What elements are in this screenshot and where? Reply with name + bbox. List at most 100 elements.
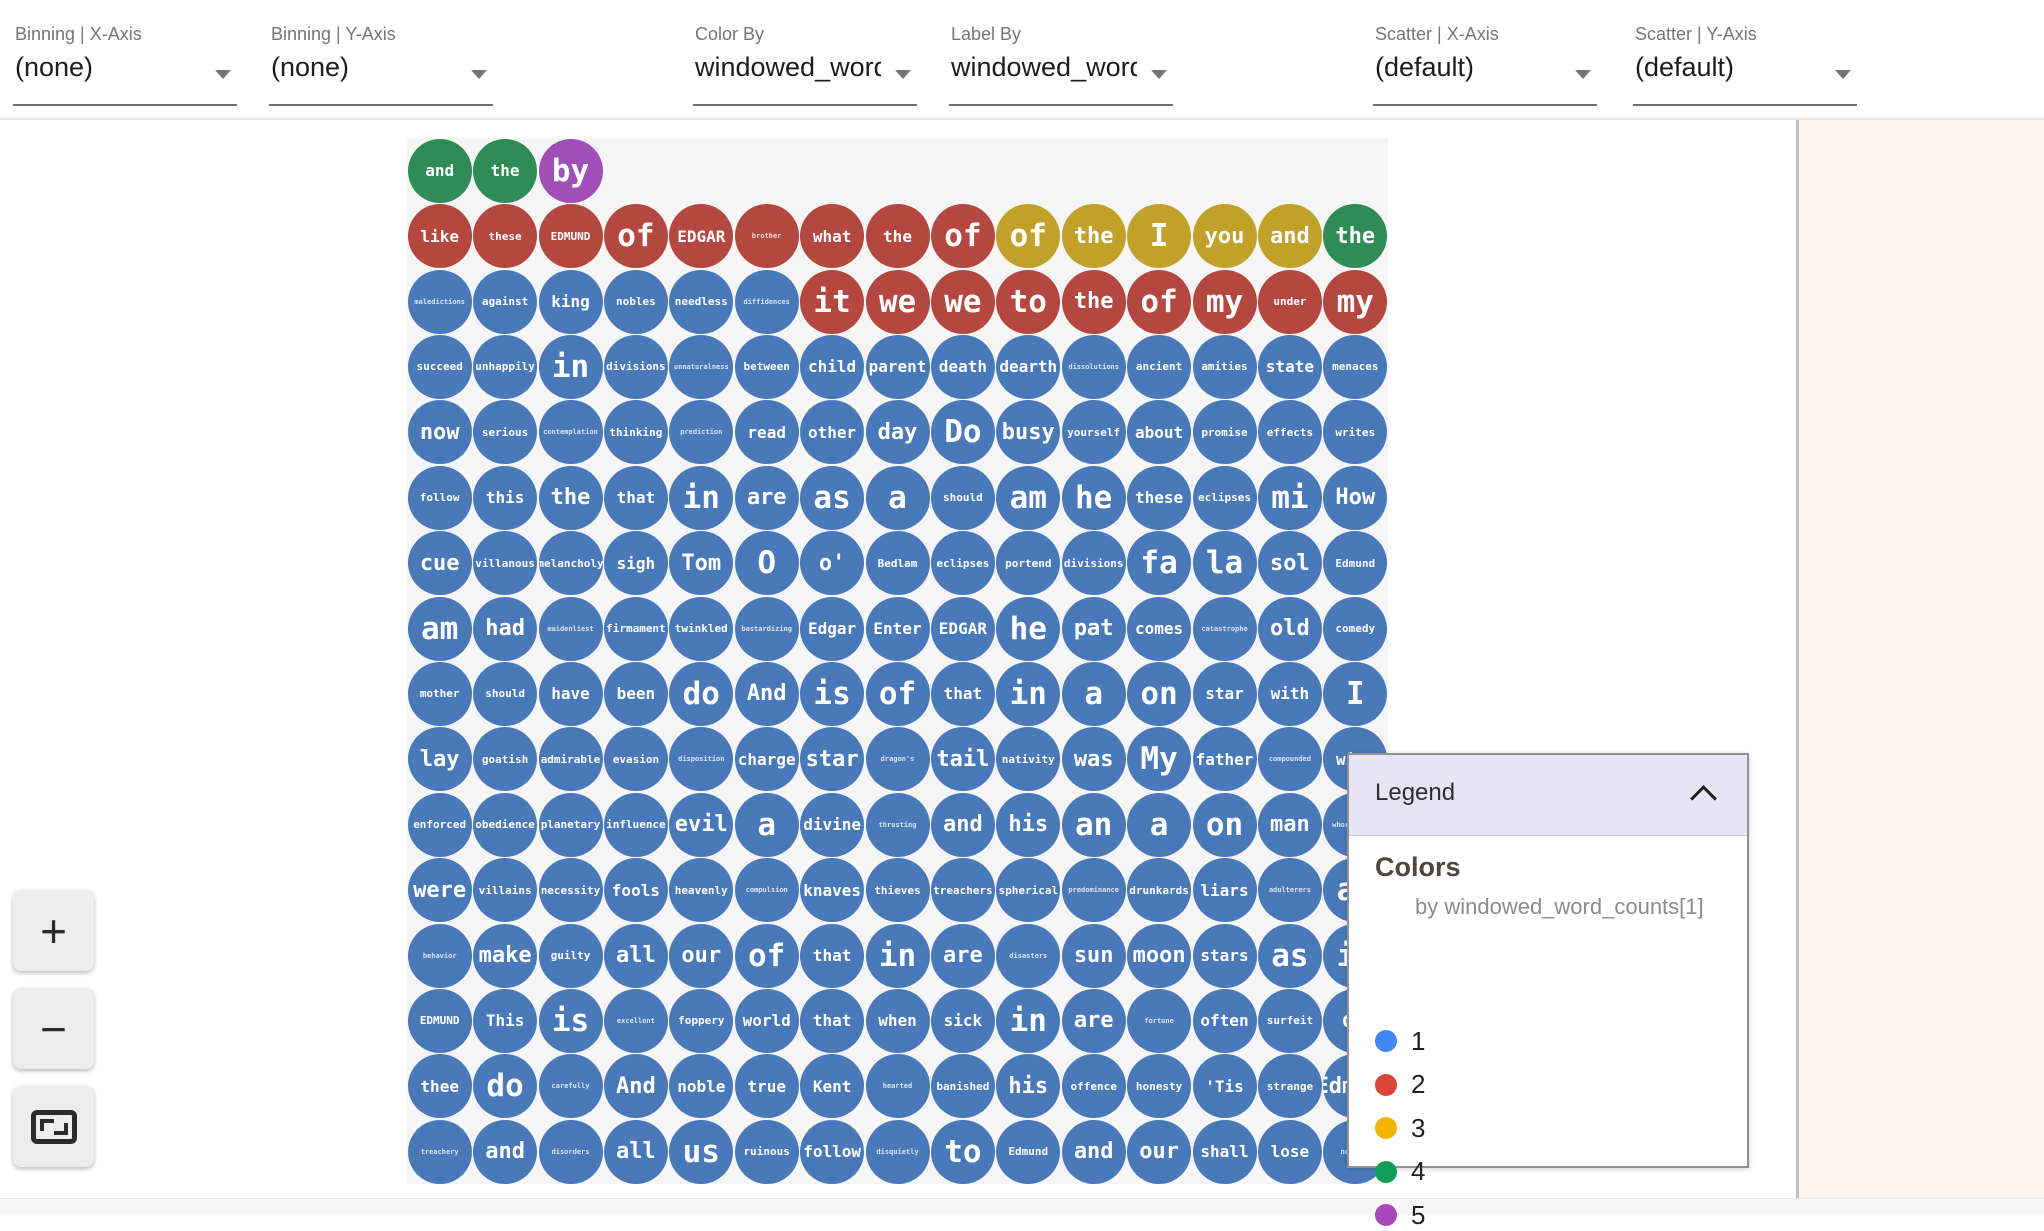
word-bubble[interactable]: succeed [407,334,472,399]
word-bubble[interactable]: Enter [865,596,930,661]
word-bubble[interactable]: about [1127,400,1192,465]
word-bubble[interactable]: star [800,727,865,792]
word-bubble[interactable]: villains [473,858,538,923]
word-bubble[interactable]: goatish [473,727,538,792]
word-bubble[interactable]: do [669,661,734,726]
word-bubble[interactable]: often [1192,988,1257,1053]
word-bubble[interactable]: excellent [603,988,668,1053]
word-bubble[interactable]: should [930,465,995,530]
word-bubble[interactable]: of [865,661,930,726]
word-bubble[interactable]: thrusting [865,792,930,857]
word-bubble[interactable]: diffidences [734,269,799,334]
word-bubble[interactable]: mother [407,661,472,726]
word-bubble[interactable]: was [1061,727,1126,792]
word-bubble[interactable]: shall [1192,1119,1257,1184]
word-bubble[interactable]: divisions [603,334,668,399]
word-bubble[interactable]: influence [603,792,668,857]
dropdown-binning-x-axis[interactable]: Binning | X-Axis (none) [13,0,237,112]
word-bubble[interactable]: what [800,204,865,269]
word-bubble[interactable]: serious [473,400,538,465]
word-bubble[interactable]: effects [1257,400,1322,465]
word-bubble[interactable]: disquietly [865,1119,930,1184]
word-bubble[interactable]: yourself [1061,400,1126,465]
word-bubble[interactable]: do [473,1054,538,1119]
word-bubble[interactable]: offence [1061,1054,1126,1119]
word-bubble[interactable]: EDGAR [930,596,995,661]
word-bubble[interactable]: fortune [1127,988,1192,1053]
word-bubble[interactable]: This [473,988,538,1053]
word-bubble[interactable]: admirable [538,727,603,792]
chevron-up-icon[interactable] [1690,785,1717,812]
word-bubble[interactable]: ancient [1127,334,1192,399]
word-bubble[interactable]: unhappily [473,334,538,399]
word-bubble[interactable]: My [1127,727,1192,792]
word-bubble[interactable]: of [1127,269,1192,334]
word-bubble[interactable]: planetary [538,792,603,857]
word-bubble[interactable]: the [538,465,603,530]
word-bubble[interactable]: father [1192,727,1257,792]
word-bubble[interactable]: sigh [603,531,668,596]
word-bubble[interactable]: portend [996,531,1061,596]
word-bubble[interactable]: disorders [538,1119,603,1184]
word-bubble[interactable]: maidenliest [538,596,603,661]
word-bubble[interactable]: charge [734,727,799,792]
word-bubble[interactable]: melancholy [538,531,603,596]
word-bubble[interactable]: the [1061,204,1126,269]
word-bubble[interactable]: busy [996,400,1061,465]
word-bubble[interactable]: read [734,400,799,465]
word-bubble[interactable]: catastrophe [1192,596,1257,661]
word-bubble[interactable]: necessity [538,858,603,923]
word-bubble[interactable]: on [1127,661,1192,726]
word-bubble[interactable]: dearth [996,334,1061,399]
word-bubble[interactable]: fa [1127,531,1192,596]
fit-to-screen-button[interactable] [13,1086,94,1167]
word-bubble[interactable]: child [800,334,865,399]
word-bubble[interactable]: contemplation [538,400,603,465]
word-bubble[interactable]: a [1127,792,1192,857]
word-bubble[interactable]: pat [1061,596,1126,661]
word-bubble[interactable]: in [865,923,930,988]
word-bubble[interactable]: promise [1192,400,1257,465]
word-bubble[interactable]: prediction [669,400,734,465]
word-bubble[interactable]: on [1192,792,1257,857]
word-bubble[interactable]: Kent [800,1054,865,1119]
zoom-in-button[interactable]: + [13,890,94,971]
word-bubble[interactable]: in [669,465,734,530]
word-bubble[interactable]: tail [930,727,995,792]
word-bubble[interactable]: between [734,334,799,399]
word-bubble[interactable]: a [734,792,799,857]
word-bubble[interactable]: state [1257,334,1322,399]
word-bubble[interactable]: firmament [603,596,668,661]
word-bubble[interactable]: been [603,661,668,726]
word-bubble[interactable]: twinkled [669,596,734,661]
word-bubble[interactable]: evil [669,792,734,857]
word-bubble[interactable]: you [1192,204,1257,269]
word-bubble[interactable]: compounded [1257,727,1322,792]
word-bubble[interactable]: these [1127,465,1192,530]
word-bubble[interactable]: comedy [1323,596,1388,661]
word-bubble[interactable]: an [1061,792,1126,857]
word-bubble[interactable]: he [1061,465,1126,530]
legend-header[interactable]: Legend [1349,755,1747,836]
word-bubble[interactable]: had [473,596,538,661]
word-bubble[interactable]: all [603,1119,668,1184]
word-bubble[interactable]: the [865,204,930,269]
zoom-out-button[interactable]: − [13,988,94,1069]
word-bubble[interactable]: adulterers [1257,858,1322,923]
word-bubble[interactable]: banished [930,1054,995,1119]
word-bubble[interactable]: to [930,1119,995,1184]
word-bubble[interactable]: compulsion [734,858,799,923]
dropdown-binning-y-axis[interactable]: Binning | Y-Axis (none) [269,0,493,112]
word-bubble[interactable]: is [538,988,603,1053]
word-bubble[interactable]: drunkards [1127,858,1192,923]
word-bubble[interactable]: strange [1257,1054,1322,1119]
word-bubble[interactable]: sol [1257,531,1322,596]
word-bubble[interactable]: dragon's [865,727,930,792]
word-bubble[interactable]: and [473,1119,538,1184]
word-bubble[interactable]: against [473,269,538,334]
word-bubble[interactable]: the [1323,204,1388,269]
word-bubble[interactable]: old [1257,596,1322,661]
word-bubble[interactable]: comes [1127,596,1192,661]
word-bubble[interactable]: lay [407,727,472,792]
word-bubble[interactable]: 'Tis [1192,1054,1257,1119]
